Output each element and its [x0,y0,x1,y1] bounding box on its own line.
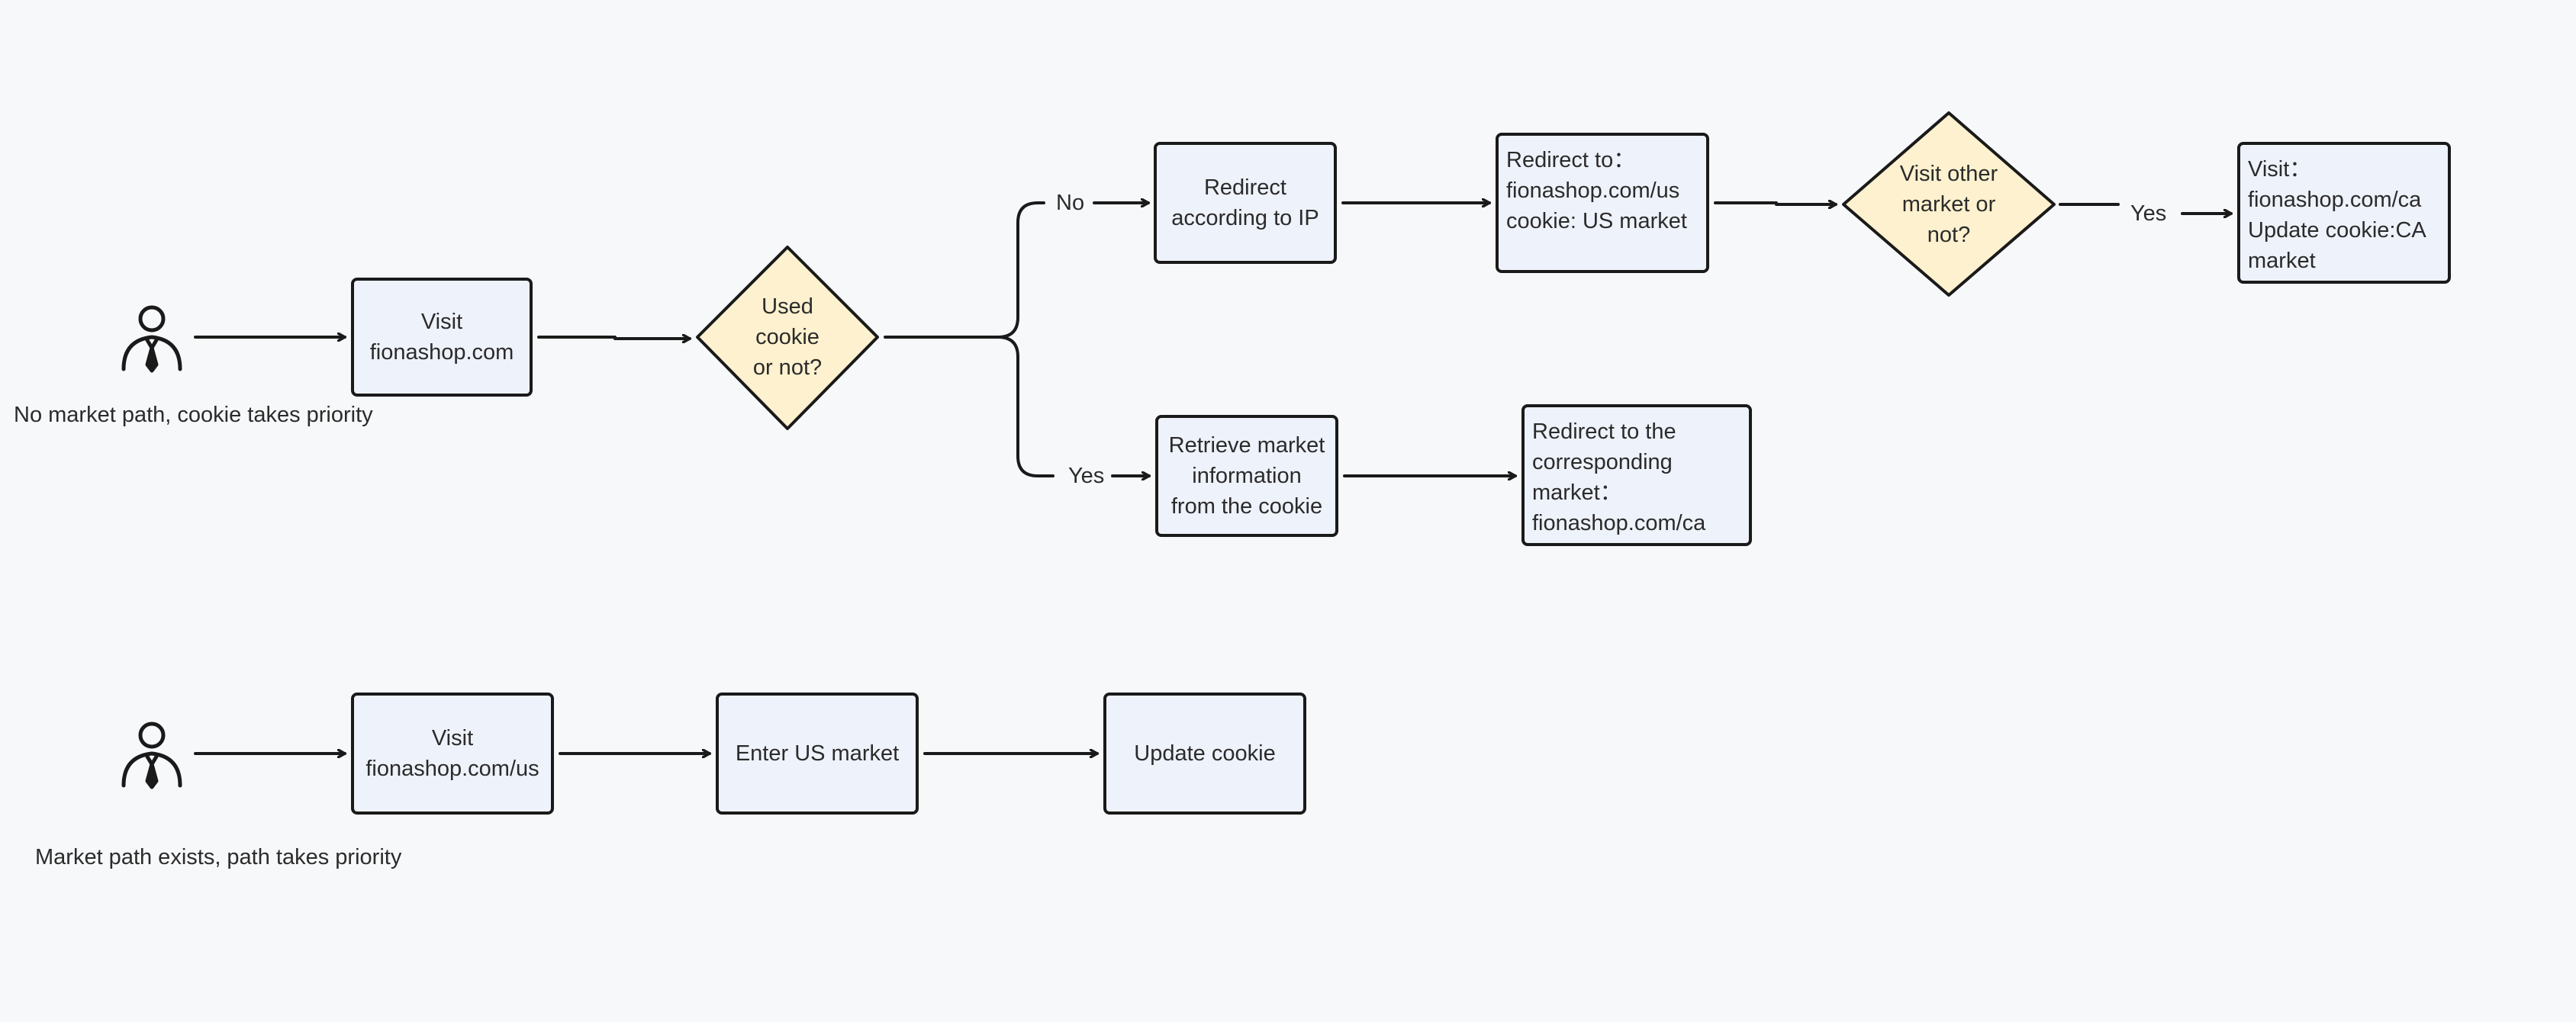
decision-cookie-label: Used cookie or not? [752,294,823,380]
redirect-us-node: Redirect to： fionashop.com/us cookie: US… [1496,133,1709,273]
enter-us-market-node: Enter US market [716,693,919,815]
redirect-ip-node: Redirect according to IP [1154,142,1337,264]
person-icon [121,722,182,789]
visit-us-node: Visit fionashop.com/us [351,693,554,815]
edge-branch-yes [997,336,1055,477]
flow1-caption: No market path, cookie takes priority [14,403,373,427]
redirect-corresponding-node: Redirect to the corresponding market： fi… [1521,404,1752,546]
label-other-yes: Yes [2126,201,2172,227]
decision-other-market-label: Visit other market or not? [1899,162,1998,247]
person-icon [121,305,182,373]
label-yes: Yes [1064,463,1109,489]
label-no: No [1051,190,1090,216]
edge-redirect-us-decision-other [1714,203,1837,204]
flow2-caption: Market path exists, path takes priority [35,845,402,869]
edge-branch-no [997,201,1045,339]
decision-other-market-shape [1842,111,2056,297]
decision-cookie-shape [696,246,879,430]
visit-node: Visit fionashop.com [351,278,533,397]
edge-visit-decision [537,337,691,339]
update-cookie-node: Update cookie [1103,693,1306,815]
visit-ca-node: Visit： fionashop.com/ca Update cookie:CA… [2237,142,2451,284]
retrieve-cookie-node: Retrieve market information from the coo… [1155,415,1338,537]
